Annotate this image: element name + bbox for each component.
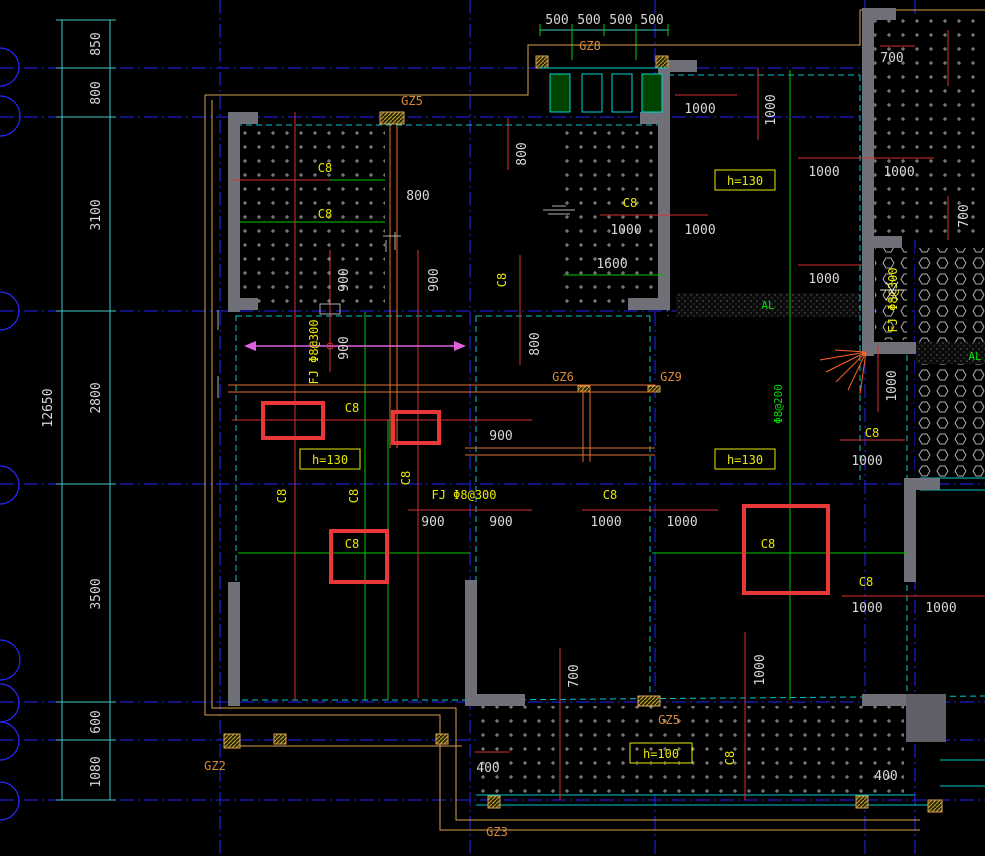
rebar-length: 1000: [610, 223, 641, 238]
column-tags: GZ8 GZ5 GZ6 GZ9 GZ5 GZ2 GZ3: [204, 39, 682, 839]
axis-bubbles: [0, 47, 21, 821]
rebar-c8: C8: [859, 575, 873, 589]
rebar-length: 400: [476, 761, 499, 776]
stair-fan: [819, 349, 867, 395]
label-al: AL: [761, 299, 775, 312]
top-dim: 500: [609, 13, 632, 28]
rebar-c8: C8: [399, 471, 413, 485]
rebar-c8: C8: [275, 489, 289, 503]
column-tag: GZ3: [486, 825, 508, 839]
thickness-labels: h=130 h=130 h=130 h=100: [299, 169, 776, 764]
highlight-boxes: [261, 401, 830, 595]
highlight-box[interactable]: [329, 529, 389, 584]
highlight-box[interactable]: [391, 410, 441, 445]
top-dim: 500: [545, 13, 568, 28]
thickness-label: h=130: [727, 174, 763, 188]
column-tag: GZ9: [660, 370, 682, 384]
slab-fills: [240, 18, 985, 794]
dim-seg: 800: [89, 81, 104, 104]
rebar-length: 1000: [883, 165, 914, 180]
column-tag: GZ8: [579, 39, 601, 53]
dim-seg: 600: [89, 710, 104, 733]
red-rebar-lines: [232, 30, 985, 800]
rebar-length: 700: [567, 664, 582, 687]
top-windows: [540, 67, 668, 113]
rebar-spacing: Φ8@200: [772, 384, 785, 424]
rebar-c8: C8: [723, 751, 737, 765]
left-dimension-texts: 12650 850 800 3100 2800 3500 600 1080: [41, 32, 104, 787]
rebar-length: 700: [880, 51, 903, 66]
rebar-length: 1000: [590, 515, 621, 530]
rebar-tags: C8 C8 C8 C8 C8 C8 C8 C8 C8 C8 C8 C8 C8 C…: [275, 161, 982, 765]
rebar-length: 400: [874, 769, 897, 784]
rebar-length: 1000: [684, 102, 715, 117]
thickness-label: h=130: [312, 453, 348, 467]
top-dimension-chain: 500 500 500 500: [539, 13, 669, 60]
rebar-length: 1000: [851, 601, 882, 616]
top-dim: 500: [640, 13, 663, 28]
rebar-length: 1000: [666, 515, 697, 530]
rebar-c8: C8: [318, 161, 332, 175]
rebar-lengths: 1000 1000 1000 1000 1000 1000 1000 1000 …: [337, 51, 972, 784]
rebar-length: 1000: [851, 454, 882, 469]
rebar-length: 900: [337, 268, 352, 291]
rebar-length: 800: [515, 142, 530, 165]
top-dim: 500: [577, 13, 600, 28]
label-al: AL: [968, 350, 982, 363]
column-tag: GZ6: [552, 370, 574, 384]
rebar-c8: C8: [495, 273, 509, 287]
walls: [228, 8, 946, 742]
dim-total: 12650: [41, 388, 56, 427]
rebar-length: 1000: [684, 223, 715, 238]
columns: [223, 55, 943, 813]
rebar-fj: FJ Φ8@300: [431, 488, 496, 502]
highlight-box[interactable]: [261, 401, 325, 440]
column-tag: GZ5: [401, 94, 423, 108]
rebar-length: 900: [489, 429, 512, 444]
rebar-fj: FJ Φ8@300: [307, 319, 321, 384]
beam-lines: [228, 125, 655, 462]
rebar-c8: C8: [318, 207, 332, 221]
rebar-c8: C8: [761, 537, 775, 551]
rebar-length: 800: [528, 332, 543, 355]
dim-seg: 3500: [89, 578, 104, 609]
dim-seg: 3100: [89, 199, 104, 230]
thickness-label: h=130: [727, 453, 763, 467]
rebar-c8: C8: [865, 426, 879, 440]
rebar-length: 900: [489, 515, 512, 530]
dim-seg: 2800: [89, 382, 104, 413]
dim-seg: 1080: [89, 756, 104, 787]
rebar-length: 1600: [596, 257, 627, 272]
rebar-length: 900: [337, 336, 352, 359]
rebar-length: 1000: [808, 272, 839, 287]
green-rebar-lines: [238, 70, 908, 700]
rebar-length: 700: [957, 204, 972, 227]
left-dimension-chain: [56, 19, 116, 801]
highlight-box[interactable]: [742, 504, 830, 595]
rebar-length: 800: [406, 189, 429, 204]
column-tag: GZ5: [658, 713, 680, 727]
thickness-label: h=100: [643, 747, 679, 761]
column-tag: GZ2: [204, 759, 226, 773]
rebar-length: 1000: [885, 370, 900, 401]
rebar-length: 1000: [808, 165, 839, 180]
span-arrow: [244, 341, 466, 351]
dim-seg: 850: [89, 32, 104, 55]
rebar-c8: C8: [345, 401, 359, 415]
rebar-c8: C8: [347, 489, 361, 503]
rebar-length: 1000: [925, 601, 956, 616]
rebar-c8: C8: [623, 196, 637, 210]
rebar-length: 1000: [753, 654, 768, 685]
rebar-length: 1000: [764, 94, 779, 125]
rebar-length: 900: [421, 515, 444, 530]
rebar-c8: C8: [603, 488, 617, 502]
misc-details: [217, 205, 904, 398]
rebar-c8: C8: [345, 537, 359, 551]
rebar-length: 900: [427, 268, 442, 291]
